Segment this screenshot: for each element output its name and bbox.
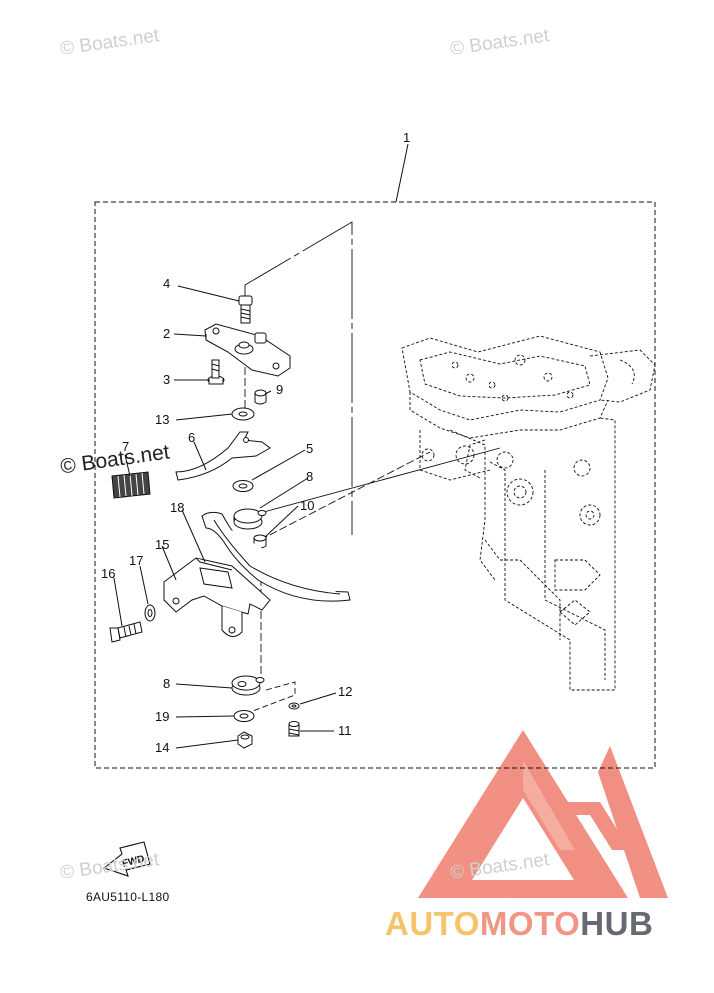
callout-16: 16 [101, 566, 115, 581]
part-3-bolt [207, 359, 225, 385]
engine-bracket-outline [401, 335, 656, 691]
part-11-screw [288, 721, 300, 737]
part-8-grommet-upper [233, 508, 267, 530]
part-7-grip [111, 454, 151, 499]
callout-9: 9 [276, 382, 283, 397]
callout-11: 11 [338, 723, 352, 738]
callout-7: 7 [122, 439, 129, 454]
callout-10: 10 [300, 498, 314, 513]
fwd-label: FWD [121, 854, 146, 870]
callout-14: 14 [155, 740, 169, 755]
part-14-nut [237, 731, 253, 749]
callout-1: 1 [403, 130, 410, 145]
callout-18: 18 [170, 500, 184, 515]
part-5-washer [232, 480, 254, 492]
part-8-grommet-lower [231, 675, 265, 696]
callout-8b: 8 [163, 676, 170, 691]
brand-part-moto: MOTO [479, 905, 581, 942]
automotohub-logo-mark [418, 730, 668, 898]
part-6-lever [175, 431, 271, 481]
fwd-arrow-icon: FWD [102, 841, 151, 877]
part-17-washer [144, 604, 156, 622]
part-12-washer [288, 702, 300, 710]
callout-12: 12 [338, 684, 352, 699]
part-9-collar [254, 389, 267, 405]
part-4-bolt [238, 295, 253, 324]
callout-5: 5 [306, 441, 313, 456]
callout-8a: 8 [306, 469, 313, 484]
callout-3: 3 [163, 372, 170, 387]
callout-19: 19 [155, 709, 169, 724]
part-19-washer [233, 710, 255, 722]
brand-part-hub: HUB [580, 905, 654, 942]
callout-15: 15 [155, 537, 169, 552]
part-15-bracket [163, 557, 271, 637]
callout-numbers: 1 4 2 3 9 13 6 7 5 8 10 18 15 17 16 8 12… [101, 130, 410, 755]
callout-6: 6 [188, 430, 195, 445]
part-18-guide [201, 511, 351, 602]
callout-4: 4 [163, 276, 170, 291]
part-16-bolt [109, 621, 143, 643]
assembly-frame [94, 201, 656, 769]
brand-part-auto: AUTO [385, 905, 480, 942]
callout-leaders [113, 285, 337, 749]
diagram-code: 6AU5110-L180 [86, 890, 170, 904]
part-13-washer [231, 407, 255, 421]
callout-17: 17 [129, 553, 143, 568]
part-2-plate [204, 323, 291, 377]
callout-2: 2 [163, 326, 170, 341]
leader-lines [244, 221, 501, 713]
automotohub-brand: AUTOMOTOHUB [385, 905, 653, 943]
callout-13: 13 [155, 412, 169, 427]
